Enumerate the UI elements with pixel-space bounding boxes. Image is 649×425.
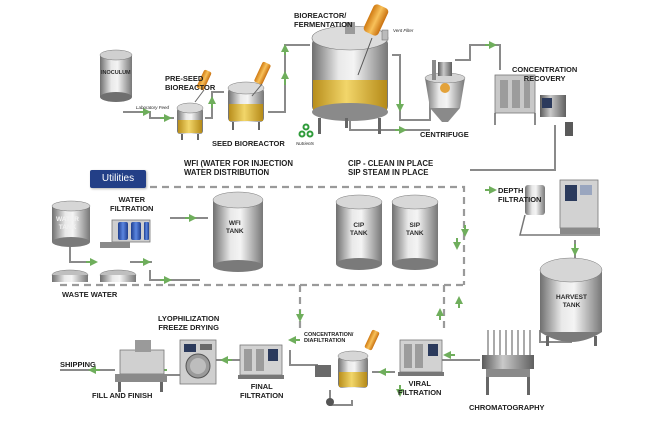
preseed-label: PRE-SEED BIOREACTOR	[165, 74, 216, 92]
sip-tank-label: SIP TANK	[406, 222, 424, 237]
flow-arrows	[86, 41, 579, 397]
laboratory-feed-label: Laboratory Feed	[136, 105, 170, 110]
lyophilizer	[179, 339, 217, 385]
harvest-tank-label: HARVEST TANK	[556, 294, 587, 309]
water-tank-label: WATER TANK	[56, 216, 79, 231]
inoculum-tank	[99, 49, 133, 102]
viral-filtration-skid	[398, 339, 444, 376]
cip-sip-label: CIP - CLEAN IN PLACE SIP STEAM IN PLACE	[348, 159, 434, 177]
viral-filtration-label: VIRAL FILTRATION	[398, 379, 442, 397]
bioreactor-label: BIOREACTOR/ FERMENTATION	[294, 11, 353, 29]
inoculum-label: INOCULUM	[101, 70, 131, 76]
depth-filtration-skid	[519, 179, 600, 236]
cip-tank-label: CIP TANK	[350, 222, 368, 237]
utilities-boundary	[60, 185, 466, 332]
sip-tank	[391, 194, 439, 270]
vent-filter-label: Vent Filter	[393, 28, 414, 33]
water-tank	[51, 200, 91, 247]
diafiltration-vessel	[315, 329, 380, 406]
wfi-tank-label: WFI TANK	[226, 220, 244, 235]
lyophilization-label: LYOPHILIZATION FREEZE DRYING	[158, 314, 220, 332]
main-bioreactor	[311, 4, 389, 134]
final-filtration-label: FINAL FILTRATION	[240, 382, 284, 400]
chromatography-unit	[482, 330, 534, 395]
cip-tank	[335, 194, 383, 270]
water-filtration-unit	[100, 219, 151, 248]
fill-finish-line	[115, 340, 167, 392]
centrifuge	[424, 60, 466, 122]
nutrients-icon	[298, 123, 314, 138]
concentration-recovery-label: CONCENTRATION RECOVERY	[512, 65, 578, 83]
fill-and-finish-label: FILL AND FINISH	[92, 391, 153, 400]
harvest-tank	[539, 257, 603, 346]
concentration-diafiltration-label: CONCENTRATION/ DIAFILTRATION	[304, 332, 354, 344]
wfi-tank	[212, 191, 264, 272]
nutrients-label: Nutrients	[296, 141, 315, 146]
final-filtration-skid	[238, 344, 284, 379]
seed-bioreactor-label: SEED BIOREACTOR	[212, 139, 285, 148]
chromatography-label: CHROMATOGRAPHY	[469, 403, 545, 412]
waste-water-label: WASTE WATER	[62, 290, 118, 299]
water-filtration-label: WATER FILTRATION	[110, 195, 154, 213]
shipping-label: SHIPPING	[60, 360, 96, 369]
centrifuge-label: CENTRIFUGE	[420, 130, 469, 139]
utilities-button[interactable]: Utilities	[90, 170, 146, 188]
wfi-distribution-label: WFI (WATER FOR INJECTION WATER DISTRIBUT…	[184, 159, 294, 177]
concentration-recovery-skid	[494, 74, 573, 136]
seed-bioreactor	[227, 61, 271, 130]
preseed-bioreactor	[176, 69, 212, 140]
waste-water-tanks	[51, 269, 137, 282]
depth-filtration-label: DEPTH FILTRATION	[498, 186, 542, 204]
